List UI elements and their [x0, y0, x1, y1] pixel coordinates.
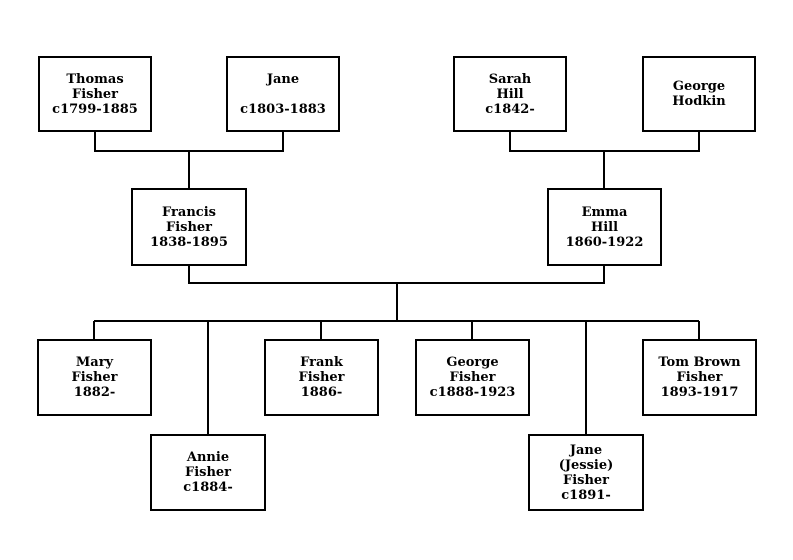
person-dates: c1884- [183, 480, 233, 495]
connector-line [509, 131, 700, 152]
person-emma-hill: Emma Hill 1860-1922 [547, 188, 662, 266]
person-dates: 1886- [300, 385, 343, 400]
person-dates: 1893-1917 [660, 385, 739, 400]
person-surname: Hodkin [672, 94, 726, 109]
person-annie-fisher: Annie Fisher c1884- [150, 434, 266, 511]
person-dates: c1803-1883 [240, 101, 326, 117]
person-surname: Fisher [71, 86, 119, 102]
person-name: Emma [581, 204, 628, 220]
person-george-hodkin: George Hodkin [642, 56, 756, 132]
person-george-fisher: George Fisher c1888-1923 [415, 339, 530, 416]
person-jane-jessie-fisher: Jane (Jessie) Fisher c1891- [528, 434, 644, 511]
person-name: Jane [569, 442, 603, 458]
person-dates: 1838-1895 [150, 234, 228, 250]
person-name: Francis [162, 204, 216, 220]
person-dates: c1842- [485, 101, 535, 117]
person-name: Mary [75, 355, 114, 370]
person-thomas-fisher: Thomas Fisher c1799-1885 [38, 56, 152, 132]
person-frank-fisher: Frank Fisher 1886- [264, 339, 379, 416]
person-surname: Fisher [449, 370, 496, 385]
person-name: George [446, 355, 499, 370]
connector-line [94, 131, 284, 152]
connector-line [188, 265, 605, 284]
person-tom-brown-fisher: Tom Brown Fisher 1893-1917 [642, 339, 757, 416]
person-surname: Fisher [165, 219, 213, 235]
person-name: Sarah [488, 71, 532, 87]
person-name: Annie [186, 450, 230, 465]
person-surname: Fisher [71, 370, 118, 385]
person-name: George [672, 79, 726, 94]
person-francis-fisher: Francis Fisher 1838-1895 [131, 188, 247, 266]
person-surname: Fisher [298, 370, 345, 385]
person-dates: c1799-1885 [52, 101, 138, 117]
person-name: Frank [300, 355, 343, 370]
person-surname: Fisher [184, 465, 232, 480]
person-dates: 1860-1922 [565, 234, 644, 250]
person-name: Tom Brown [658, 355, 741, 370]
person-nickname: (Jessie) [558, 457, 614, 473]
person-surname: Hill [496, 86, 524, 102]
person-sarah-hill: Sarah Hill c1842- [453, 56, 567, 132]
person-name: Thomas [66, 71, 124, 87]
person-mary-fisher: Mary Fisher 1882- [37, 339, 152, 416]
person-name: Jane [266, 71, 300, 87]
person-dates: c1891- [561, 487, 611, 503]
person-jane: Jane c1803-1883 [226, 56, 340, 132]
person-dates: c1888-1923 [429, 385, 516, 400]
person-dates: 1882- [73, 385, 116, 400]
person-surname: Fisher [676, 370, 723, 385]
person-surname: Fisher [562, 472, 610, 488]
person-surname: Hill [590, 219, 619, 235]
